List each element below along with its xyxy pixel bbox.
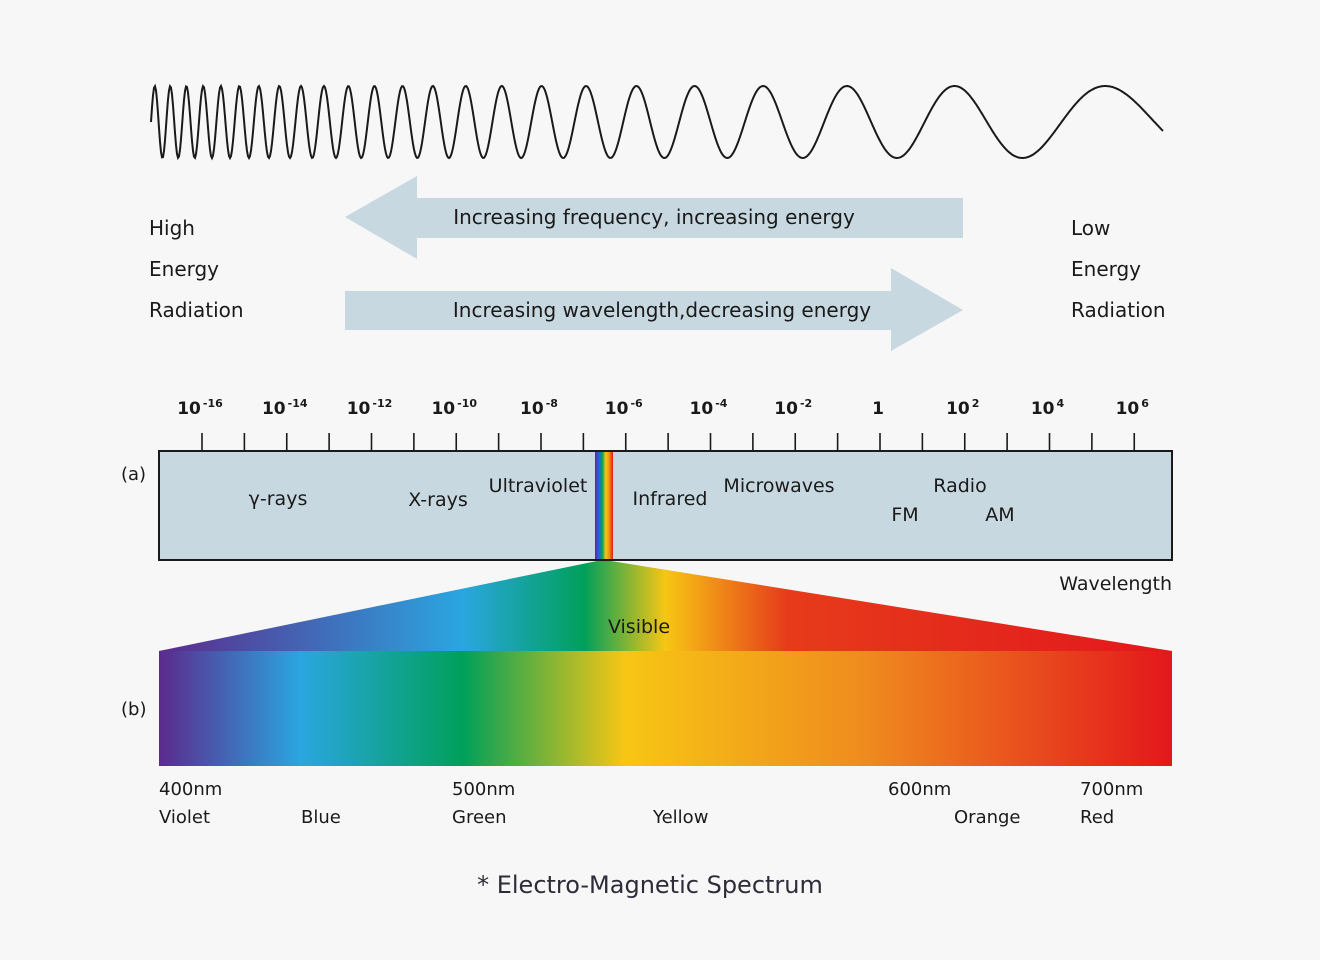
scale-tick-label: 1 bbox=[872, 399, 884, 419]
high-label-2: Energy bbox=[149, 257, 219, 281]
band-am: AM bbox=[985, 504, 1014, 526]
panel-a-label: (a) bbox=[121, 464, 146, 485]
wl-600: 600nm bbox=[888, 779, 951, 800]
band-xray: X-rays bbox=[408, 489, 468, 511]
scale-tick-label: 10-2 bbox=[774, 397, 812, 419]
scale-tick-label: 10-6 bbox=[605, 397, 643, 419]
color-blue: Blue bbox=[301, 807, 341, 828]
low-label-1: Low bbox=[1071, 216, 1110, 240]
visible-label: Visible bbox=[608, 616, 670, 638]
color-orange: Orange bbox=[954, 807, 1021, 828]
low-label-2: Energy bbox=[1071, 257, 1141, 281]
low-label-3: Radiation bbox=[1071, 298, 1166, 322]
color-violet: Violet bbox=[159, 807, 210, 828]
arrow-right-label: Increasing wavelength,decreasing energy bbox=[453, 298, 871, 322]
caption: * Electro-Magnetic Spectrum bbox=[477, 871, 823, 899]
wave-icon bbox=[150, 83, 1164, 161]
high-label-1: High bbox=[149, 216, 195, 240]
scale-tick-label: 10-14 bbox=[262, 397, 308, 419]
band-gamma: γ-rays bbox=[249, 488, 308, 510]
arrow-left-label: Increasing frequency, increasing energy bbox=[453, 205, 855, 229]
wl-700: 700nm bbox=[1080, 779, 1143, 800]
panel-b-label: (b) bbox=[121, 699, 146, 720]
color-red: Red bbox=[1080, 807, 1114, 828]
visible-spectrum-bar bbox=[159, 651, 1172, 766]
band-fm: FM bbox=[891, 504, 918, 526]
scale-tick-label: 10-8 bbox=[520, 397, 558, 419]
band-radio: Radio bbox=[933, 475, 986, 497]
wl-400: 400nm bbox=[159, 779, 222, 800]
scale-tick-marks bbox=[201, 433, 1136, 451]
band-microwaves: Microwaves bbox=[723, 475, 834, 497]
color-yellow: Yellow bbox=[652, 807, 708, 828]
band-uv: Ultraviolet bbox=[489, 475, 588, 497]
band-ir: Infrared bbox=[633, 488, 708, 510]
arrow-left-shape bbox=[345, 176, 963, 259]
arrow-right-shape bbox=[345, 268, 963, 351]
visible-fan bbox=[159, 561, 1172, 651]
panel-a-box bbox=[158, 450, 1173, 561]
color-green: Green bbox=[452, 807, 507, 828]
wavelength-axis-label: Wavelength bbox=[1059, 573, 1172, 595]
scale-tick-label: 10-10 bbox=[431, 397, 477, 419]
scale-tick-label: 10-12 bbox=[347, 397, 393, 419]
wl-500: 500nm bbox=[452, 779, 515, 800]
scale-tick-label: 10-16 bbox=[177, 397, 223, 419]
visible-strip bbox=[595, 452, 613, 559]
high-label-3: Radiation bbox=[149, 298, 244, 322]
scale-tick-label: 10-4 bbox=[690, 397, 728, 419]
